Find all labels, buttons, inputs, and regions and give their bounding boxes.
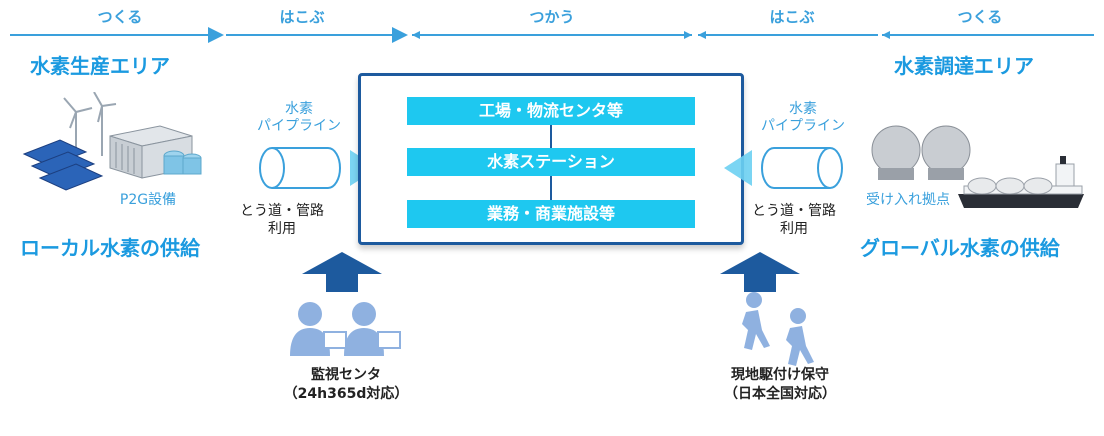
left-pipeline-label: 水素 パイプライン <box>244 101 354 135</box>
right-equipment-label: 受け入れ拠点 <box>866 192 950 208</box>
left-pipe-use-label: とう道・管路 利用 <box>232 202 332 238</box>
p2g-facility-icon <box>22 92 202 191</box>
usage-box: 工場・物流センタ等 水素ステーション 業務・商業施設等 <box>358 73 744 245</box>
field-maintenance-label: 現地駆付け保守 （日本全国対応） <box>700 366 860 404</box>
right-supply-title: グローバル水素の供給 <box>860 236 1060 260</box>
stage-label-make-right: つくる <box>957 8 1003 26</box>
right-area-title: 水素調達エリア <box>894 54 1034 78</box>
usage-bar-commercial: 業務・商業施設等 <box>407 200 695 228</box>
connector-line-bottom <box>550 176 552 200</box>
monitoring-operators-icon <box>290 302 401 356</box>
monitoring-center-label: 監視センタ （24h365d対応） <box>266 366 426 404</box>
usage-bar-station: 水素ステーション <box>407 148 695 176</box>
right-pipeline-label-line2: パイプライン <box>761 118 845 134</box>
left-supply-title: ローカル水素の供給 <box>20 236 200 260</box>
stage-flow-line <box>10 27 1094 43</box>
stage-label-use: つかう <box>529 8 575 26</box>
stage-label-make-left: つくる <box>97 8 143 26</box>
left-area-title: 水素生産エリア <box>30 54 170 78</box>
left-pipe-use-line2: 利用 <box>268 221 296 237</box>
usage-bar-factory: 工場・物流センタ等 <box>407 97 695 125</box>
field-maintenance-line1: 現地駆付け保守 <box>731 367 829 383</box>
left-equipment-label: P2G設備 <box>119 192 177 208</box>
field-maintenance-line2: （日本全国対応） <box>724 386 836 402</box>
right-pipe-use-line1: とう道・管路 <box>752 203 836 219</box>
field-maintenance-workers-icon <box>742 292 814 366</box>
left-pipeline-icon <box>259 147 378 189</box>
stage-label-carry-right: はこぶ <box>769 8 815 26</box>
left-pipeline-label-line2: パイプライン <box>257 118 341 134</box>
left-up-arrow-icon <box>302 252 382 292</box>
receiving-base-icon <box>871 125 1084 208</box>
monitoring-center-line2: （24h365d対応） <box>283 386 409 402</box>
right-pipeline-label-line1: 水素 <box>789 101 817 117</box>
left-pipe-use-line1: とう道・管路 <box>240 203 324 219</box>
connector-line-top <box>550 124 552 148</box>
right-pipe-use-line2: 利用 <box>780 221 808 237</box>
right-pipe-use-label: とう道・管路 利用 <box>744 202 844 238</box>
monitoring-center-line1: 監視センタ <box>311 367 381 383</box>
left-pipeline-label-line1: 水素 <box>285 101 313 117</box>
right-up-arrow-icon <box>720 252 800 292</box>
stage-label-carry-left: はこぶ <box>279 8 325 26</box>
right-pipeline-icon <box>724 147 843 189</box>
right-pipeline-label: 水素 パイプライン <box>748 101 858 135</box>
